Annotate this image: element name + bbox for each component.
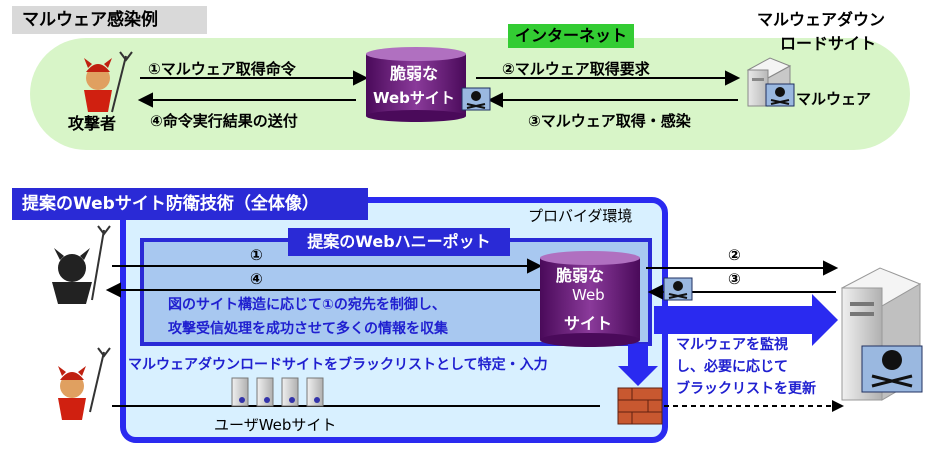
vulnerable-site-label-line2: Webサイト	[373, 89, 455, 107]
step1-label: ①マルウェア取得命令	[148, 60, 296, 78]
arrow-step2	[476, 70, 741, 86]
honeypot-step3: ③	[728, 270, 741, 288]
honeypot-site-line3: サイト	[564, 314, 613, 333]
skull-icon	[663, 277, 693, 301]
vulnerable-site-cylinder	[366, 47, 466, 122]
honeypot-title: 提案のWebハニーポット	[288, 228, 510, 256]
arrow-step4	[137, 92, 356, 108]
malware-label: マルウェア	[796, 90, 872, 108]
monitor-label-line3: ブラックリストを更新	[676, 381, 816, 397]
honeypot-desc-line2: 攻撃受信処理を成功させて多くの情報を収集	[168, 321, 448, 337]
arrow-honeypot-4	[105, 282, 540, 298]
step3-label: ③マルウェア取得・感染	[528, 112, 691, 130]
skull-icon	[765, 83, 795, 107]
user-sites-label: ユーザWebサイト	[214, 416, 337, 434]
honeypot-step4: ④	[250, 270, 263, 288]
skull-icon	[861, 345, 923, 393]
monitor-arrow	[654, 294, 838, 346]
top-diagram-graphics	[84, 47, 795, 122]
download-site-title-line2: ロードサイト	[780, 34, 877, 53]
honeypot-step2: ②	[728, 246, 741, 264]
attacker-label: 攻撃者	[68, 114, 117, 133]
skull-icon	[461, 87, 491, 111]
honeypot-site-line2: Web	[572, 286, 605, 304]
honeypot-vulnerable-site-cylinder	[540, 251, 640, 347]
section-label-infection-example: マルウェア感染例	[12, 6, 207, 34]
honeypot-desc-line1: 図のサイト構造に応じて①の宛先を制御し、	[168, 297, 446, 313]
honeypot-step1: ①	[250, 246, 263, 264]
blacklist-down-arrow	[618, 344, 658, 386]
monitor-label-line2: し、必要に応じて	[676, 359, 788, 375]
internet-badge: インターネット	[508, 24, 634, 48]
arrow-honeypot-1	[112, 258, 543, 274]
user-server-icons	[231, 377, 324, 407]
arrow-step1	[140, 70, 369, 86]
arrow-step3	[487, 92, 738, 108]
arrow-honeypot-2	[646, 260, 839, 276]
bottom-diagram-graphics	[52, 225, 923, 425]
devil-icon	[58, 347, 111, 420]
download-site-title-line1: マルウェアダウン	[757, 10, 886, 29]
vulnerable-site-label-line1: 脆弱な	[390, 64, 439, 83]
monitor-label-line1: マルウェアを監視	[676, 337, 788, 353]
blacklist-input-label: マルウェアダウンロードサイトをブラックリストとして特定・入力	[128, 357, 548, 373]
step2-label: ②マルウェア取得要求	[502, 60, 650, 78]
firewall-icon	[617, 387, 663, 425]
devil-icon	[52, 225, 111, 304]
provider-label: プロバイダ環境	[528, 207, 633, 225]
devil-icon	[84, 51, 133, 113]
proposal-title: 提案のWebサイト防衛技術（全体像）	[12, 188, 368, 220]
step4-label: ④命令実行結果の送付	[150, 112, 298, 130]
honeypot-site-line1: 脆弱な	[556, 266, 605, 285]
